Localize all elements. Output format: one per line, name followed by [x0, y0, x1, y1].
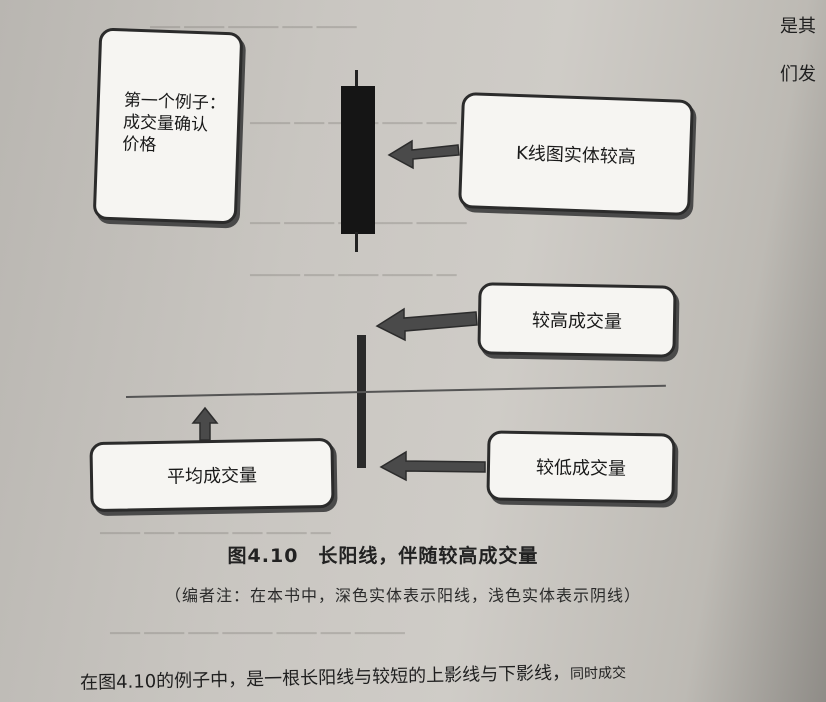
- candle-body: [341, 86, 375, 234]
- body-paragraph: 在图4.10的例子中，是一根长阳线与较短的上影线与下影线，同时成交: [80, 657, 627, 694]
- k-body-label: K线图实体较高: [515, 142, 637, 169]
- first-example-line-3: 价格: [121, 134, 157, 156]
- figure-caption: 图4.10 长阳线，伴随较高成交量: [227, 545, 539, 567]
- arrow-left-icon: [387, 139, 460, 170]
- right-page-line-1: 是其: [780, 16, 816, 37]
- first-example-box: 第一个例子： 成交量确认 价格: [92, 27, 244, 225]
- editor-note: （编者注：在本书中，深色实体表示阳线，浅色实体表示阴线）: [164, 586, 641, 605]
- lower-volume-box: 较低成交量: [486, 430, 676, 504]
- higher-volume-box: 较高成交量: [477, 282, 677, 358]
- lower-volume-label: 较低成交量: [535, 457, 627, 480]
- higher-volume-label: 较高成交量: [531, 310, 623, 333]
- candle-lower-wick: [355, 232, 358, 252]
- arrow-left-icon: [375, 307, 478, 342]
- paragraph-margin: 同时成交: [569, 665, 627, 683]
- arrow-left-icon: [379, 450, 486, 482]
- average-volume-line: [125, 384, 666, 398]
- paragraph-start: 在图4.10的例子中，是一根长阳线与较短的上影线与下影线，: [79, 662, 571, 694]
- arrow-up-icon: [191, 406, 219, 441]
- candle-upper-wick: [355, 70, 358, 92]
- average-volume-label: 平均成交量: [166, 465, 258, 488]
- k-body-label-box: K线图实体较高: [458, 91, 694, 217]
- volume-bar: [357, 335, 366, 468]
- right-page-line-2: 们发: [780, 64, 816, 85]
- average-volume-box: 平均成交量: [89, 437, 335, 513]
